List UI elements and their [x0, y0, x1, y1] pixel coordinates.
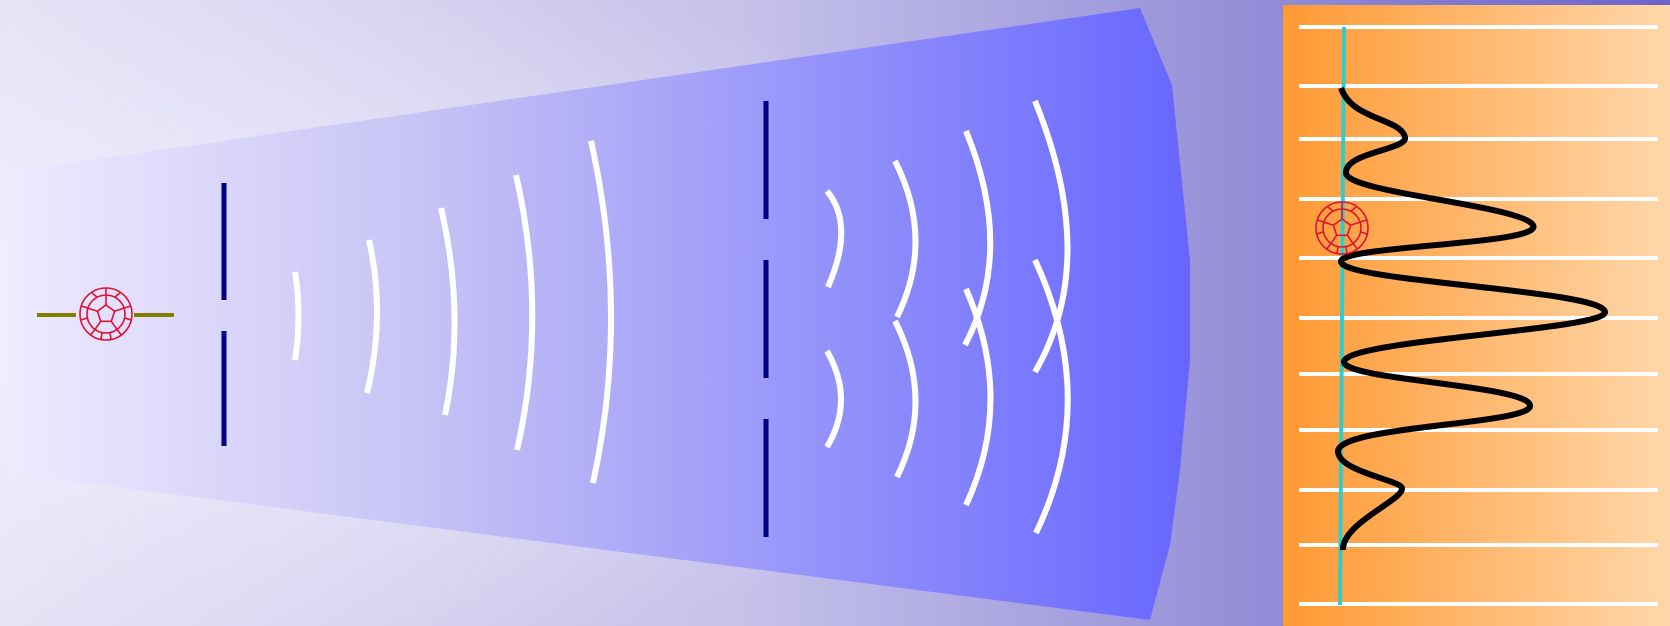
detector-screen	[1283, 5, 1670, 626]
wavefront-1	[295, 272, 299, 360]
